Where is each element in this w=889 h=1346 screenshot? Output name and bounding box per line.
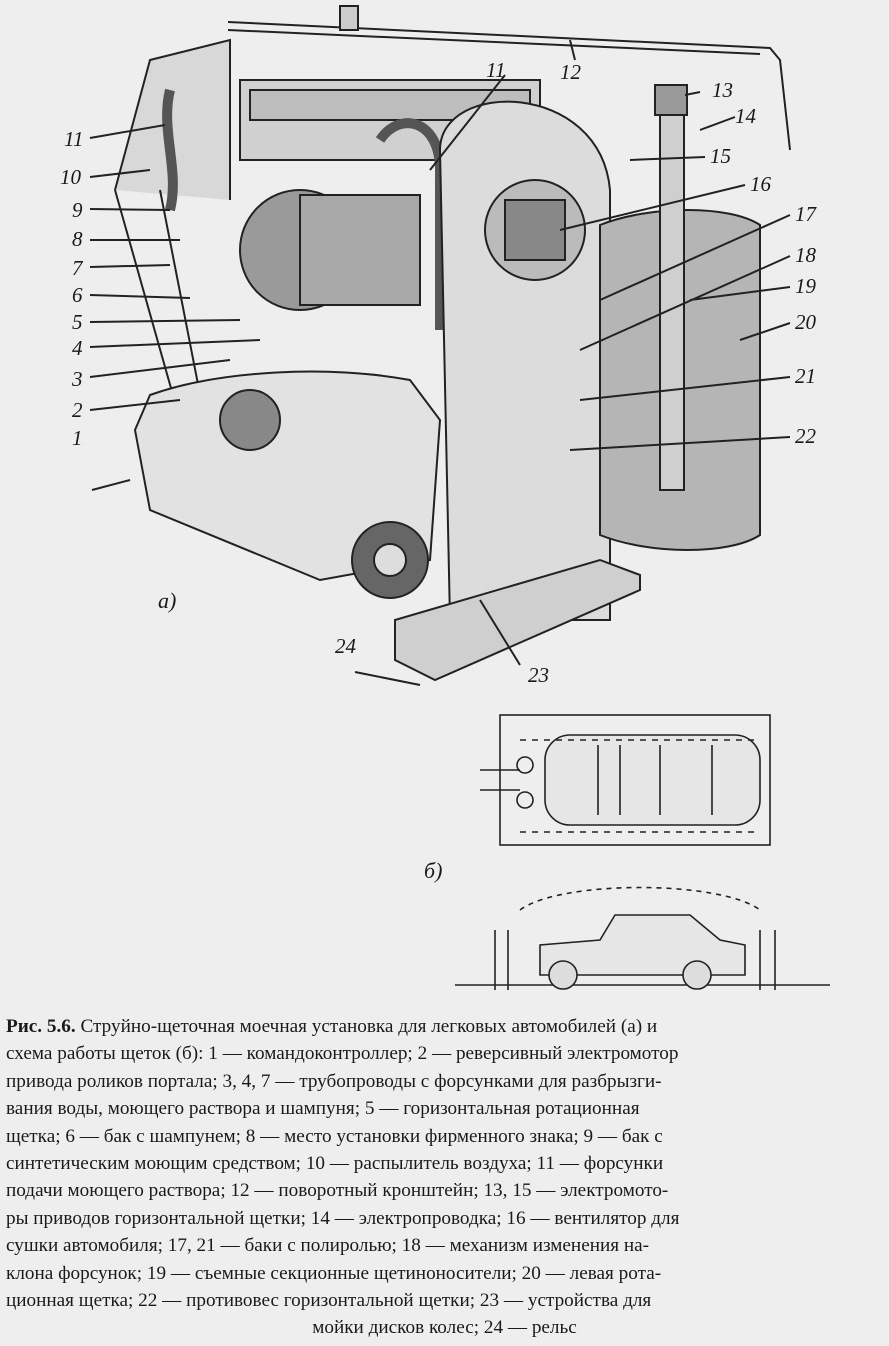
callout-9: 9 [72,198,83,222]
caption-line-10: клона форсунок; 19 — съемные секционные … [6,1262,662,1284]
callout-12: 12 [560,60,581,84]
caption-line-7: подачи моющего раствора; 12 — поворотный… [6,1180,669,1202]
callout-2: 2 [72,398,83,422]
caption-label: Рис. 5.6. [6,1016,76,1037]
subfigure-label-b: б) [424,858,443,883]
callout-20: 20 [795,310,816,334]
figure: 1 2 3 4 5 6 7 8 9 10 11 11 12 13 14 15 1… [60,5,830,990]
caption-line-6: синтетическим моющим средством; 10 — рас… [6,1153,664,1175]
caption-line-12: мойки дисков колес; 24 — рельс [312,1317,577,1339]
callout-19: 19 [795,274,816,298]
callout-7: 7 [72,256,83,280]
caption-line-11: ционная щетка; 22 — противовес горизонта… [6,1290,652,1312]
callout-5: 5 [72,310,83,334]
caption-line-8: ры приводов горизонтальной щетки; 14 — э… [6,1207,680,1229]
callout-15: 15 [710,144,731,168]
subfigure-label-a: а) [158,588,177,613]
callout-8: 8 [72,227,83,251]
caption-line-5: щетка; 6 — бак с шампунем; 8 — место уст… [6,1125,663,1147]
callout-22: 22 [795,424,816,448]
caption-line-2: схема работы щеток (б): 1 — командоконтр… [6,1043,679,1065]
caption-text: Струйно-щеточная моечная установка для л… [75,1016,658,1037]
figure-caption: Рис. 5.6. Струйно-щеточная моечная устан… [6,1013,883,1342]
callout-16: 16 [750,172,771,196]
callout-11-top: 11 [486,58,506,82]
callout-1: 1 [72,426,83,450]
callout-10: 10 [60,165,81,189]
callout-23: 23 [528,663,549,687]
caption-line-3: привода роликов портала; 3, 4, 7 — трубо… [6,1070,662,1092]
caption-line-9: сушки автомобиля; 17, 21 — баки с полиро… [6,1235,650,1257]
callout-14: 14 [735,104,756,128]
callout-13: 13 [712,78,733,102]
callout-18: 18 [795,243,816,267]
caption-line-4: вания воды, моющего раствора и шампуня; … [6,1098,640,1120]
callout-21: 21 [795,364,816,388]
caption-line-1: Рис. 5.6. Струйно-щеточная моечная устан… [6,1013,883,1040]
callout-4: 4 [72,336,83,360]
washer-illustration [89,5,830,990]
callout-11-left: 11 [64,127,84,151]
callout-6: 6 [72,283,83,307]
callout-17: 17 [795,202,816,226]
callout-24: 24 [335,634,356,658]
callout-3: 3 [72,367,83,391]
